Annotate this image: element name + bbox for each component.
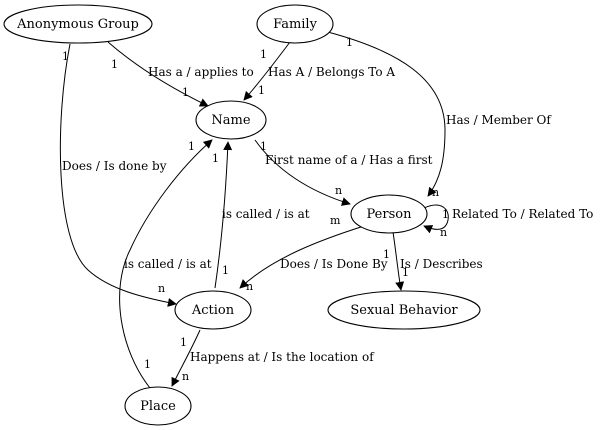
svg-text:Sexual Behavior: Sexual Behavior <box>350 303 458 318</box>
svg-text:Has / Member Of: Has / Member Of <box>446 113 552 127</box>
edge-group-action: Does / Is done by 1 n <box>59 43 177 307</box>
edge-action-name: is called / is at 1 1 <box>212 141 310 289</box>
svg-text:Related To / Related To: Related To / Related To <box>452 207 593 221</box>
edge-person-sexual: Is / Describes 1 1 <box>383 231 483 291</box>
svg-text:Name: Name <box>211 113 250 128</box>
edge-person-self: Related To / Related To 1 n <box>423 204 593 239</box>
edge-place-name: is called / is at 1 1 <box>119 139 213 389</box>
svg-text:1: 1 <box>260 140 267 153</box>
svg-text:1: 1 <box>62 50 69 63</box>
svg-text:1: 1 <box>402 266 409 279</box>
node-anonymous-group[interactable]: Anonymous Group <box>3 4 153 44</box>
svg-text:1: 1 <box>442 208 449 221</box>
svg-text:Family: Family <box>273 17 318 32</box>
node-sexual-behavior[interactable]: Sexual Behavior <box>327 290 481 330</box>
svg-text:Has A / Belongs To A: Has A / Belongs To A <box>268 65 395 79</box>
svg-text:is called / is at: is called / is at <box>124 257 212 271</box>
svg-text:Anonymous Group: Anonymous Group <box>16 17 139 32</box>
svg-text:1: 1 <box>180 336 187 349</box>
svg-text:is called / is at: is called / is at <box>222 207 310 221</box>
svg-text:1: 1 <box>383 248 390 261</box>
svg-text:1: 1 <box>188 140 195 153</box>
svg-text:Place: Place <box>140 399 176 414</box>
node-person[interactable]: Person <box>350 194 428 234</box>
svg-text:n: n <box>335 184 342 197</box>
svg-text:1: 1 <box>212 152 219 165</box>
svg-text:First name of a / Has a first: First name of a / Has a first <box>265 153 433 167</box>
svg-text:n: n <box>246 280 253 293</box>
svg-text:1: 1 <box>260 48 267 61</box>
svg-text:Action: Action <box>191 303 235 318</box>
svg-text:Does / Is done by: Does / Is done by <box>62 159 167 173</box>
edge-action-place: Happens at / Is the location of 1 n <box>171 329 375 387</box>
svg-text:Happens at / Is the location o: Happens at / Is the location of <box>190 350 375 364</box>
svg-text:n: n <box>432 186 439 199</box>
svg-text:n: n <box>440 226 447 239</box>
svg-text:Does / Is Done By: Does / Is Done By <box>280 257 388 271</box>
edge-person-action: Does / Is Done By m n <box>239 214 388 293</box>
node-name[interactable]: Name <box>195 100 267 140</box>
svg-text:Has a / applies to: Has a / applies to <box>148 65 254 79</box>
svg-text:m: m <box>330 214 341 227</box>
node-place[interactable]: Place <box>124 386 192 426</box>
svg-text:1: 1 <box>111 58 118 71</box>
svg-text:Person: Person <box>367 207 413 222</box>
svg-text:n: n <box>182 370 189 383</box>
node-family[interactable]: Family <box>256 4 334 44</box>
edge-name-person: First name of a / Has a first 1 n <box>254 139 433 206</box>
edge-group-name: Has a / applies to 1 1 <box>107 41 254 107</box>
svg-text:1: 1 <box>346 36 353 49</box>
node-action[interactable]: Action <box>174 290 252 330</box>
svg-text:1: 1 <box>144 358 151 371</box>
edge-family-person: Has / Member Of 1 n <box>319 29 552 199</box>
edge-family-name: Has A / Belongs To A 1 1 <box>243 41 395 101</box>
svg-text:1: 1 <box>182 86 189 99</box>
svg-text:Is / Describes: Is / Describes <box>400 257 483 271</box>
svg-text:1: 1 <box>258 84 265 97</box>
svg-text:1: 1 <box>222 264 229 277</box>
svg-text:n: n <box>158 282 165 295</box>
